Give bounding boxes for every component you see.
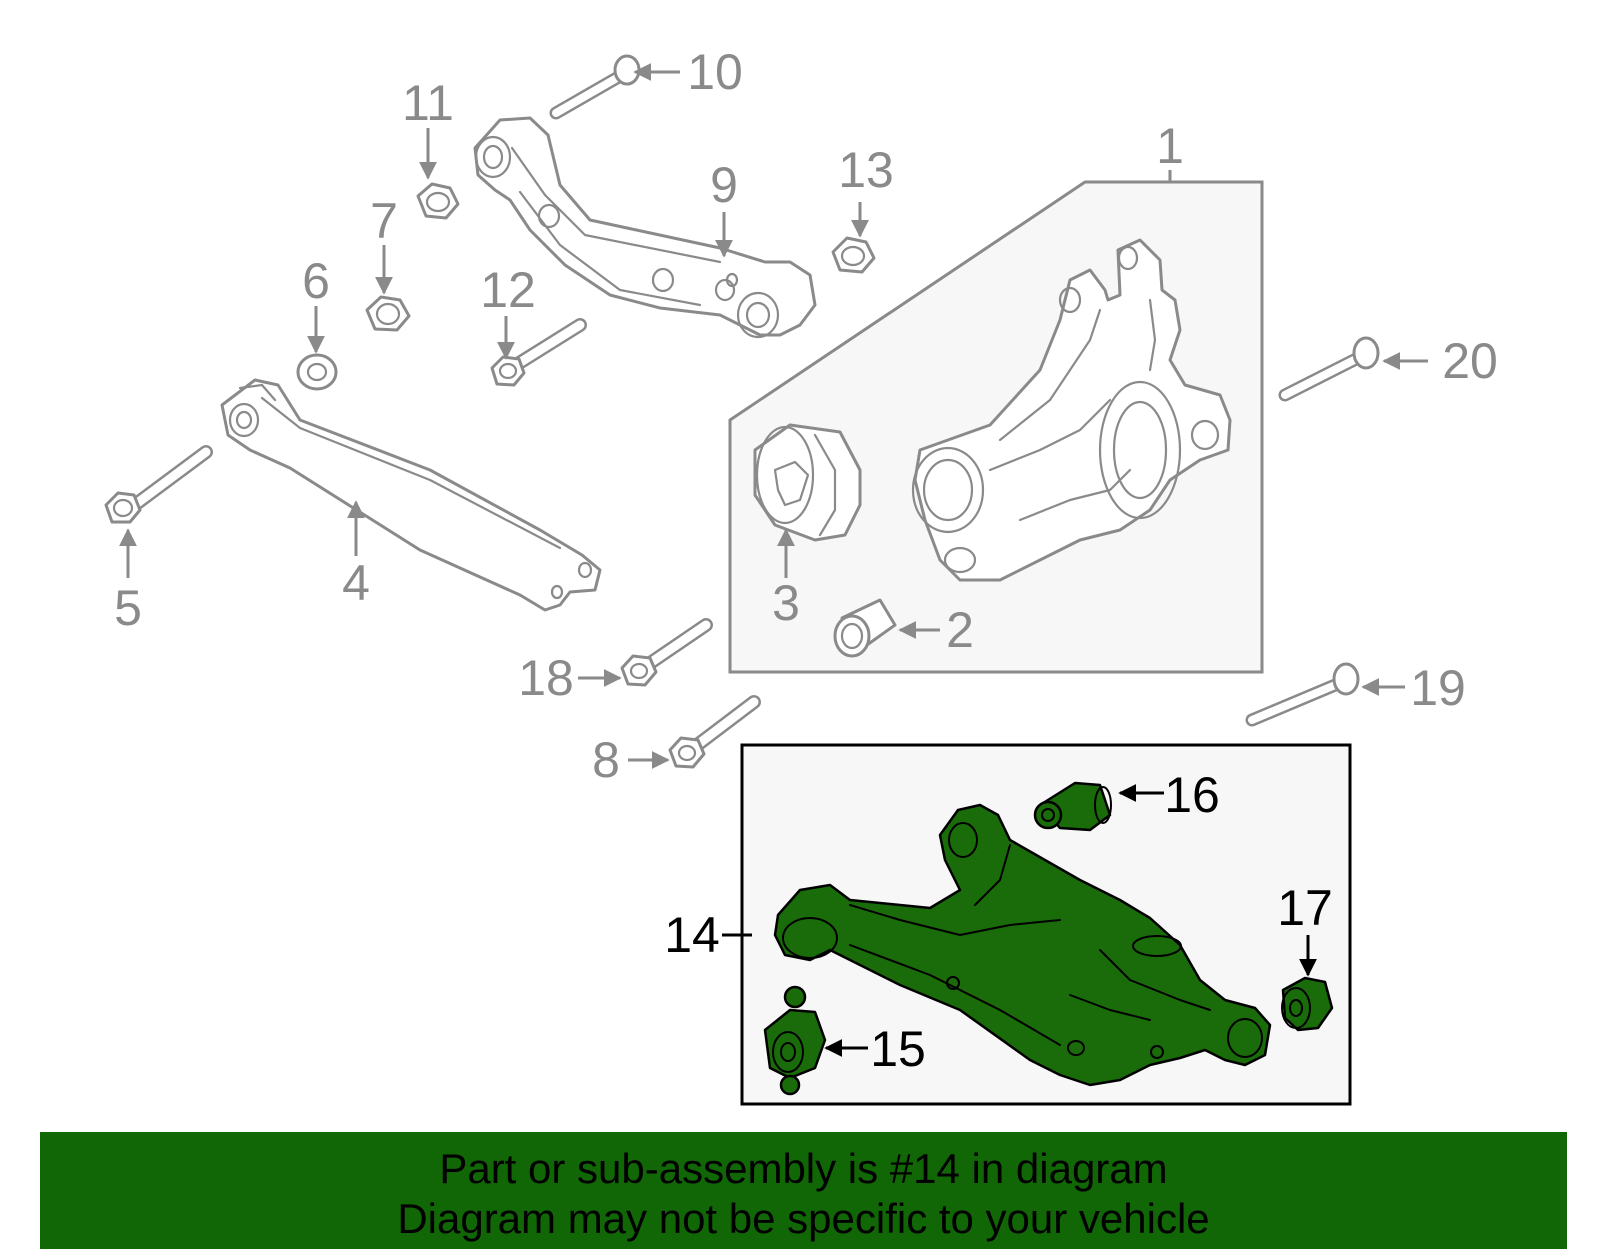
nut-7 — [365, 295, 411, 332]
bolt-19 — [1245, 662, 1360, 727]
callout-15: 15 — [870, 1021, 926, 1077]
callout-10: 10 — [687, 44, 743, 100]
banner-line-1: Part or sub-assembly is #14 in diagram — [439, 1145, 1168, 1192]
callout-7: 7 — [370, 193, 398, 249]
bolt-10 — [549, 54, 641, 120]
leader-lines-highlighted — [722, 784, 1317, 1057]
lower-control-arm-14 — [773, 803, 1272, 1087]
nut-13 — [831, 236, 876, 274]
bushing-17 — [1281, 976, 1334, 1032]
callout-19: 19 — [1410, 660, 1466, 716]
callout-5: 5 — [114, 580, 142, 636]
bolt-12 — [490, 318, 587, 387]
info-banner: Part or sub-assembly is #14 in diagram D… — [40, 1132, 1567, 1249]
upper-arm-9 — [473, 116, 817, 339]
bushing-2 — [833, 598, 897, 658]
bushing-15 — [763, 985, 827, 1096]
callout-16: 16 — [1164, 767, 1220, 823]
callout-8: 8 — [592, 732, 620, 788]
banner-line-2: Diagram may not be specific to your vehi… — [397, 1195, 1210, 1242]
lateral-link-4 — [220, 378, 602, 612]
bolt-20 — [1278, 336, 1380, 402]
knuckle-part — [911, 238, 1232, 582]
bolt-18 — [620, 618, 713, 687]
bolt-5 — [104, 445, 213, 524]
callout-6: 6 — [302, 253, 330, 309]
bolt-8 — [668, 695, 761, 769]
leader-lines — [119, 63, 1428, 769]
bushing-3 — [753, 423, 862, 542]
callout-4: 4 — [342, 555, 370, 611]
callout-18: 18 — [518, 650, 574, 706]
callout-9: 9 — [710, 157, 738, 213]
callout-2: 2 — [946, 602, 974, 658]
callout-12: 12 — [480, 262, 536, 318]
callout-14: 14 — [664, 907, 720, 963]
washer-6 — [296, 353, 338, 391]
callout-20: 20 — [1442, 333, 1498, 389]
nut-11 — [416, 182, 460, 220]
bushing-16 — [1033, 781, 1112, 832]
callout-13: 13 — [838, 142, 894, 198]
callout-11: 11 — [402, 75, 454, 131]
callout-3: 3 — [772, 575, 800, 631]
callout-17: 17 — [1277, 880, 1333, 936]
callout-1: 1 — [1156, 118, 1184, 174]
